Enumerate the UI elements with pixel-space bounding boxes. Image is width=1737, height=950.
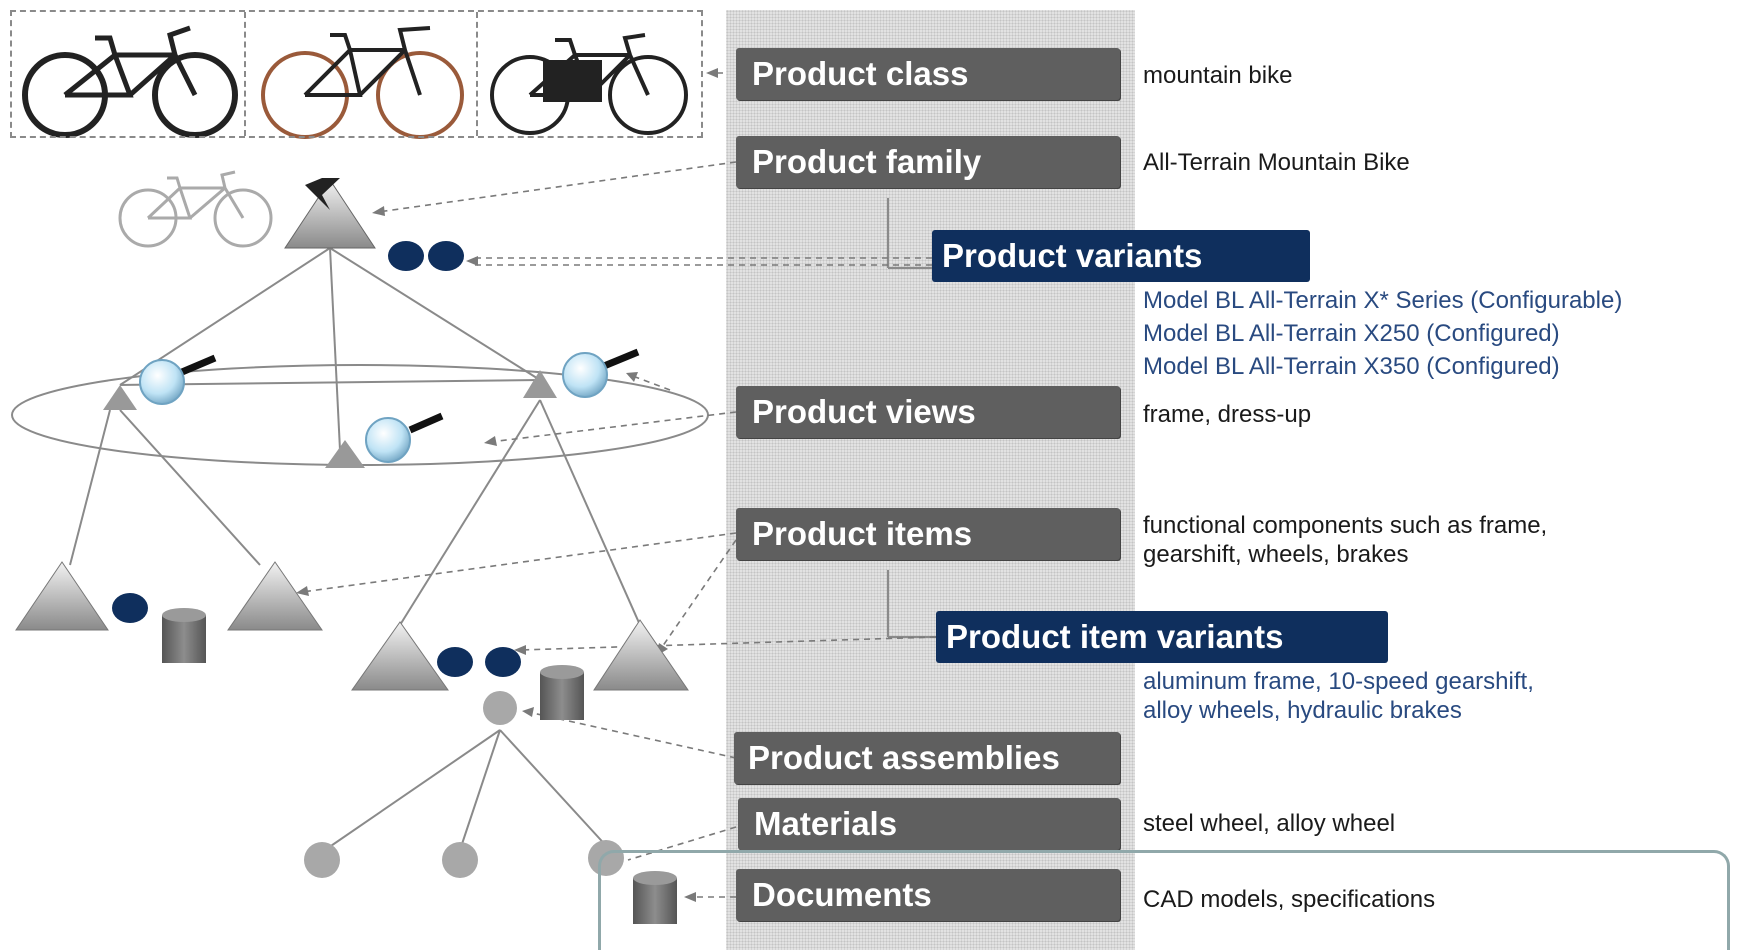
product-class-box: Product class xyxy=(736,48,1120,100)
bike-image-cell xyxy=(244,12,478,136)
documents-description: CAD models, specifications xyxy=(1143,886,1436,913)
bicycle-icon xyxy=(118,170,273,248)
triangle-node-icon xyxy=(15,561,109,631)
product-variants-box: Product variants xyxy=(932,230,1310,282)
triangle-node-icon xyxy=(284,178,376,249)
materials-box: Materials xyxy=(738,798,1120,850)
product-views-box: Product views xyxy=(736,386,1120,438)
circle-node-icon xyxy=(304,691,624,878)
description-line: gearshift, wheels, brakes xyxy=(1143,541,1409,568)
triangle-node-icon xyxy=(227,561,323,631)
product-item-variants-box: Product item variants xyxy=(936,611,1388,663)
magnifier-icon xyxy=(139,354,217,405)
product-variants-description: Model BL All-Terrain X* Series (Configur… xyxy=(1143,284,1622,383)
magnifier-icon xyxy=(562,348,640,398)
cylinder-document-icon xyxy=(540,665,584,720)
materials-description: steel wheel, alloy wheel xyxy=(1143,810,1396,837)
description-line: aluminum frame, 10-speed gearshift, xyxy=(1143,668,1534,695)
triangle-node-icon xyxy=(593,619,689,691)
product-item-variants-description: aluminum frame, 10-speed gearshift, allo… xyxy=(1143,667,1534,725)
documents-box: Documents xyxy=(736,869,1120,921)
description-line: functional components such as frame, xyxy=(1143,512,1548,539)
product-family-description: All-Terrain Mountain Bike xyxy=(1143,149,1410,176)
product-assemblies-box: Product assemblies xyxy=(734,732,1120,784)
triangle-node-icon xyxy=(351,621,449,691)
hierarchy-lines xyxy=(11,198,940,851)
product-family-box: Product family xyxy=(736,136,1120,188)
variant-line: Model BL All-Terrain X350 (Configured) xyxy=(1143,353,1560,380)
bike-image-cell xyxy=(12,12,246,136)
variant-line: Model BL All-Terrain X250 (Configured) xyxy=(1143,320,1560,347)
connector-arrowheads xyxy=(296,68,718,902)
product-items-box: Product items xyxy=(736,508,1120,560)
triangle-node-icon xyxy=(103,385,137,410)
product-items-description: functional components such as frame, gea… xyxy=(1143,511,1547,569)
product-views-description: frame, dress-up xyxy=(1143,401,1312,428)
bicycle-icon xyxy=(490,33,688,135)
product-class-bike-strip xyxy=(10,10,703,138)
triangle-node-icon xyxy=(325,440,365,468)
bike-image-cell xyxy=(478,12,701,136)
cylinder-document-icon xyxy=(633,871,677,924)
cylinder-document-icon xyxy=(162,608,206,663)
dot-node-icon xyxy=(112,241,521,677)
description-line: alloy wheels, hydraulic brakes xyxy=(1143,697,1462,724)
triangle-node-icon xyxy=(523,370,557,398)
variant-line: Model BL All-Terrain X* Series (Configur… xyxy=(1143,287,1623,314)
bicycle-icon xyxy=(22,25,238,138)
magnifier-icon xyxy=(365,412,444,463)
product-class-description: mountain bike xyxy=(1143,62,1293,89)
documents-highlight-frame xyxy=(598,850,1730,950)
